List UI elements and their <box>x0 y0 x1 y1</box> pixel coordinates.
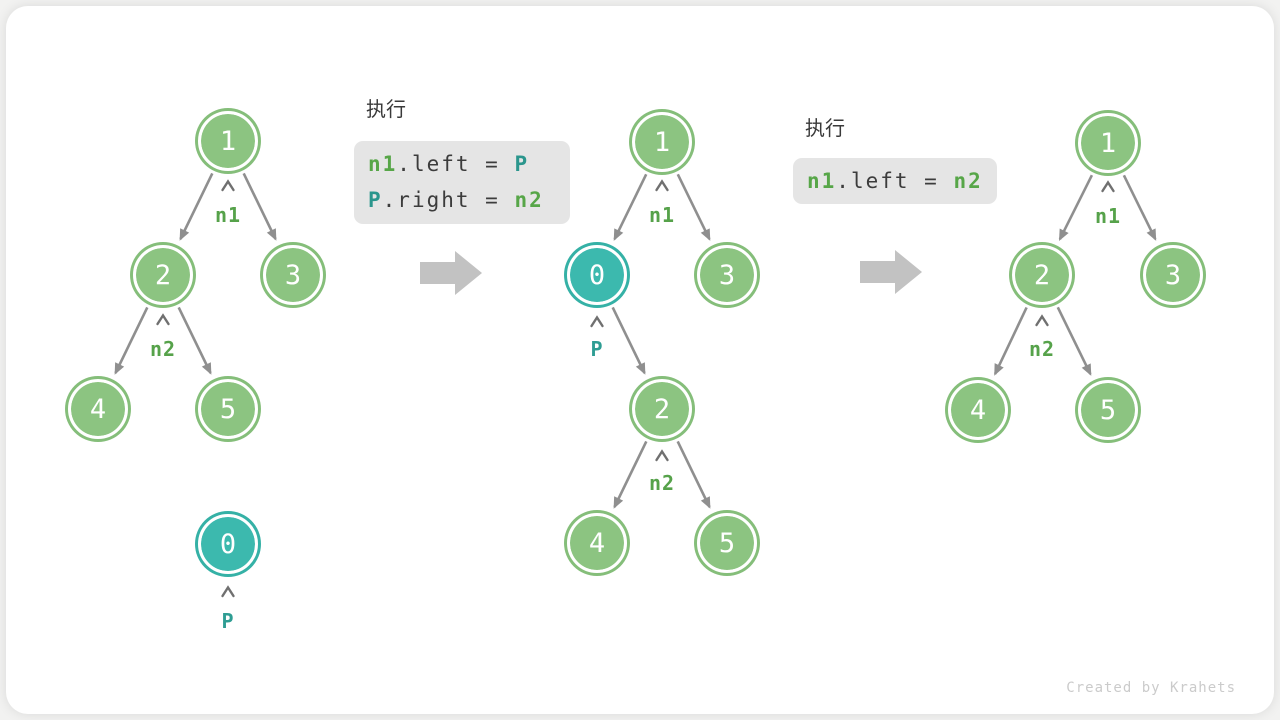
tree-node-2: 2 <box>632 379 692 439</box>
pointer-label-P: P <box>590 337 604 361</box>
node-value: 1 <box>219 125 237 157</box>
tree-node-4: 4 <box>567 513 627 573</box>
node-value: 2 <box>653 393 671 425</box>
node-value: 5 <box>1099 394 1117 426</box>
tree-node-2: 2 <box>1012 245 1072 305</box>
tree-node-3: 3 <box>1143 245 1203 305</box>
code-line: n1.left = P <box>368 146 556 182</box>
node-value: 4 <box>588 527 606 559</box>
code-token: n2 <box>514 188 544 212</box>
node-value: 5 <box>219 393 237 425</box>
node-value: 5 <box>718 527 736 559</box>
code-title-1: 执行 <box>805 118 845 140</box>
code-token: .left = <box>397 152 515 176</box>
node-value: 0 <box>588 259 606 291</box>
node-value: 1 <box>653 126 671 158</box>
code-line: n1.left = n2 <box>807 163 983 199</box>
code-token: .left = <box>836 169 954 193</box>
code-token: n1 <box>807 169 837 193</box>
node-value: 1 <box>1099 127 1117 159</box>
pointer-label-P: P <box>221 609 235 633</box>
tree-node-3: 3 <box>263 245 323 305</box>
node-value: 4 <box>89 393 107 425</box>
code-token: P <box>514 152 530 176</box>
node-value: 2 <box>154 259 172 291</box>
tree-node-4: 4 <box>68 379 128 439</box>
tree-node-1: 1 <box>632 112 692 172</box>
pointer-label-n2: n2 <box>648 471 676 495</box>
tree-node-1: 1 <box>198 111 258 171</box>
node-value: 2 <box>1033 259 1051 291</box>
node-value: 0 <box>219 528 237 560</box>
code-block-1: n1.left = n2 <box>793 158 997 204</box>
pointer-label-n2: n2 <box>1028 337 1056 361</box>
code-token: n1 <box>368 152 398 176</box>
pointer-label-n2: n2 <box>149 337 177 361</box>
pointer-label-n1: n1 <box>214 203 242 227</box>
tree-node-1: 1 <box>1078 113 1138 173</box>
node-value: 3 <box>1164 259 1182 291</box>
code-line: P.right = n2 <box>368 182 556 218</box>
diagram-card <box>6 6 1274 714</box>
code-token: n2 <box>953 169 983 193</box>
code-token: .right = <box>382 188 515 212</box>
credit-text: Created by Krahets <box>1066 680 1236 696</box>
node-value: 4 <box>969 394 987 426</box>
tree-node-5: 5 <box>1078 380 1138 440</box>
tree-node-4: 4 <box>948 380 1008 440</box>
tree-node-2: 2 <box>133 245 193 305</box>
pointer-label-n1: n1 <box>648 203 676 227</box>
code-token: P <box>368 188 383 212</box>
tree-node-5: 5 <box>198 379 258 439</box>
node-value: 3 <box>718 259 736 291</box>
tree-node-3: 3 <box>697 245 757 305</box>
pointer-label-n1: n1 <box>1094 204 1122 228</box>
code-title-0: 执行 <box>366 99 406 121</box>
tree-node-0: 0 <box>198 514 258 574</box>
tree-node-0: 0 <box>567 245 627 305</box>
tree-node-5: 5 <box>697 513 757 573</box>
node-value: 3 <box>284 259 302 291</box>
